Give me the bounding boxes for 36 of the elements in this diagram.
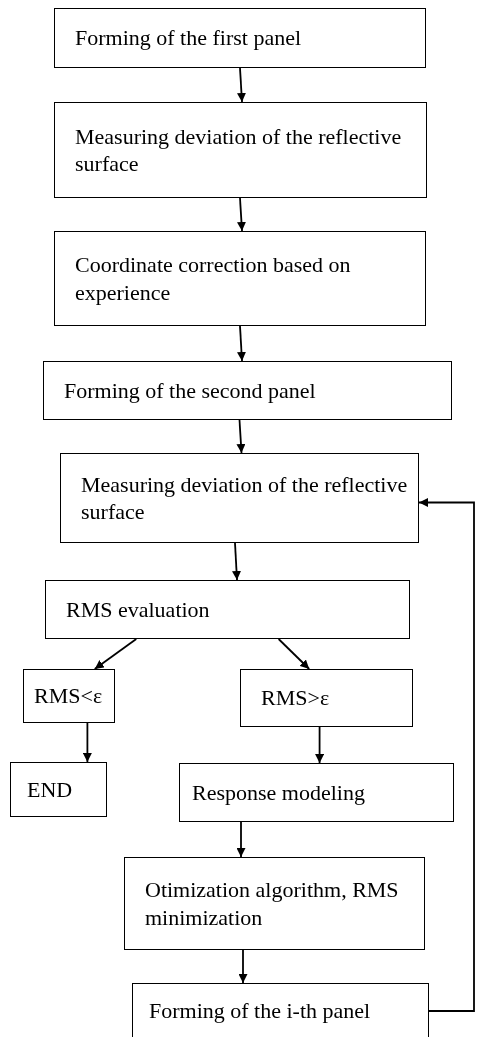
process-box — [124, 857, 425, 950]
arrow — [236, 197, 246, 232]
process-box — [54, 102, 427, 198]
process-box — [240, 669, 413, 727]
process-box — [23, 669, 115, 723]
step-label: Forming of the second panel — [64, 376, 316, 405]
arrow — [277, 638, 311, 670]
arrow — [315, 726, 325, 764]
step-label: Coordinate correction based on experience — [75, 251, 352, 306]
process-box — [45, 580, 410, 639]
arrow — [93, 638, 138, 670]
process-box — [43, 361, 452, 420]
step-label: RMS>ε — [261, 684, 330, 712]
arrow — [237, 67, 246, 103]
step-label: Measuring deviation of the reflective surface — [75, 122, 403, 178]
step-label: END — [27, 775, 73, 804]
arrow — [232, 542, 241, 581]
arrow — [82, 722, 92, 763]
step-label: Measuring deviation of the reflective surface — [81, 470, 409, 526]
process-box — [60, 453, 419, 543]
step-label: Otimization algorithm, RMS minimization — [145, 876, 400, 931]
process-box — [54, 231, 426, 326]
step-label: Response modeling — [192, 778, 365, 807]
step-label: Forming of the first panel — [75, 24, 302, 52]
process-box — [132, 983, 429, 1037]
step-label: Forming of the i-th panel — [149, 997, 371, 1025]
step-label: RMS<ε — [34, 682, 103, 710]
arrow — [236, 419, 246, 454]
arrow — [236, 821, 246, 858]
arrow — [238, 949, 248, 984]
arrow — [237, 325, 246, 362]
step-label: RMS evaluation — [66, 595, 210, 624]
process-box — [54, 8, 426, 68]
process-box — [10, 762, 107, 817]
arrow — [418, 498, 475, 1012]
process-box — [179, 763, 454, 822]
